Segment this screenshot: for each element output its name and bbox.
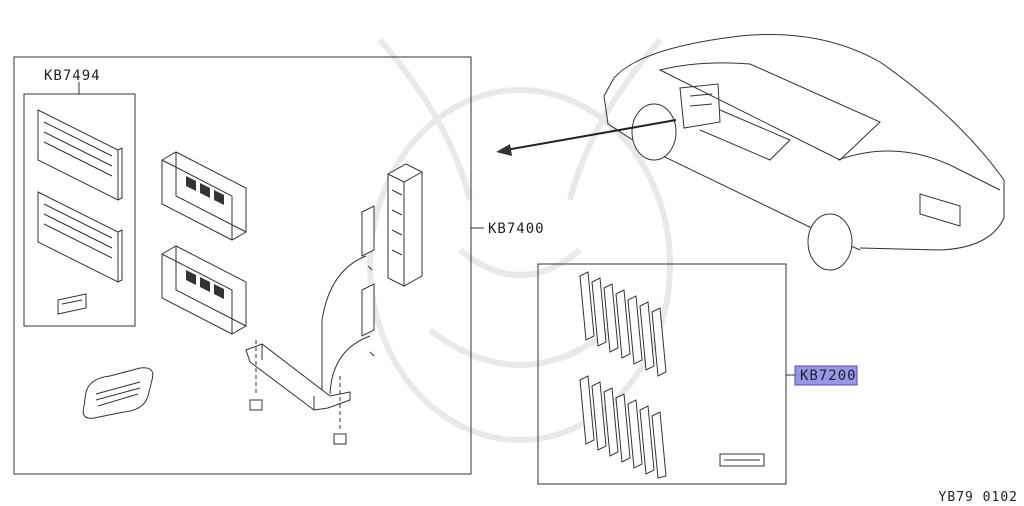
bolt-part-1: [249, 340, 263, 411]
kb7200-highlight: [794, 365, 858, 386]
label-kb7200[interactable]: KB7200: [800, 368, 857, 384]
sheet-part-2: [37, 191, 123, 283]
label-kb7494[interactable]: KB7494: [44, 68, 101, 84]
kit-kb7200-frame: [537, 263, 787, 485]
bolt-part-2: [333, 376, 347, 445]
bracket-part: [245, 343, 351, 411]
sheet-part-1: [37, 109, 123, 201]
label-kb7400[interactable]: KB7400: [488, 221, 545, 237]
watermark-emblem: [367, 38, 673, 443]
harness-part: [321, 205, 375, 395]
figure-code: YB79 0102: [939, 490, 1018, 505]
connector-block-upper: [161, 151, 247, 241]
terminal-strip-lower: [579, 375, 667, 479]
connector-block-lower: [161, 245, 247, 335]
label-plate-part: [57, 293, 87, 315]
grommet-part: [82, 367, 154, 419]
kit-kb7400-frame: [13, 56, 472, 475]
vehicle-outline: [603, 34, 1005, 271]
tall-connector-part: [387, 163, 423, 287]
pointer-arrow: [496, 119, 677, 156]
terminal-strip-upper: [579, 271, 667, 377]
terminal-label-part: [719, 453, 765, 467]
